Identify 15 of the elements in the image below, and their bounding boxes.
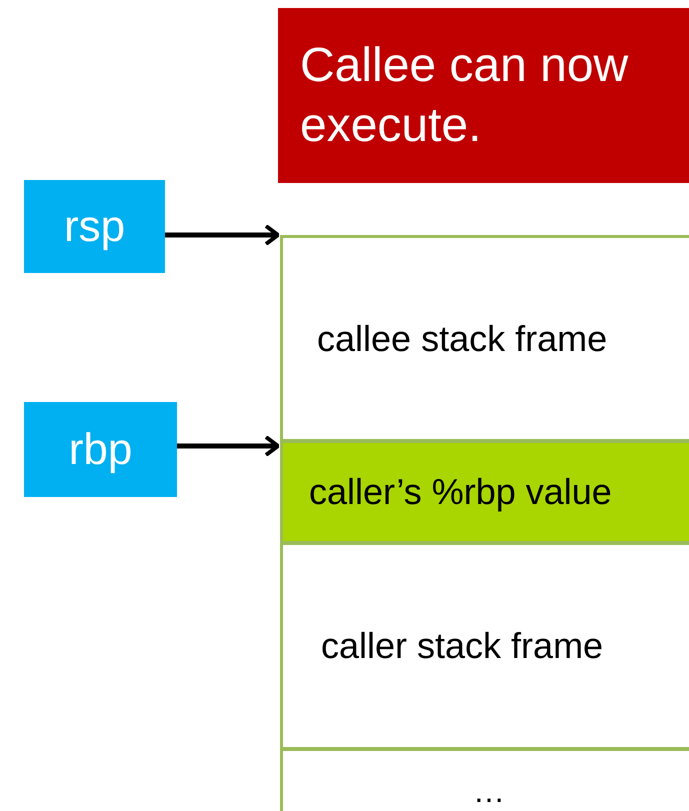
stack-cell-label: caller stack frame <box>321 625 604 667</box>
register-label <box>24 402 177 497</box>
stack-frame-cell <box>280 235 689 442</box>
register-name: rbp <box>68 424 132 474</box>
stack-cell-label: callee stack frame <box>317 318 608 360</box>
register-label <box>24 180 165 273</box>
arrow <box>165 224 280 246</box>
stack-frame-cell <box>280 542 689 750</box>
stack-slot-cell <box>280 440 689 544</box>
note-box <box>278 8 689 183</box>
stack-cell-label: caller’s %rbp value <box>309 471 612 513</box>
stack-cell-label: … <box>473 773 505 810</box>
arrow <box>177 435 280 457</box>
register-name: rsp <box>64 202 126 252</box>
note-text: Callee can now execute. <box>300 38 630 154</box>
